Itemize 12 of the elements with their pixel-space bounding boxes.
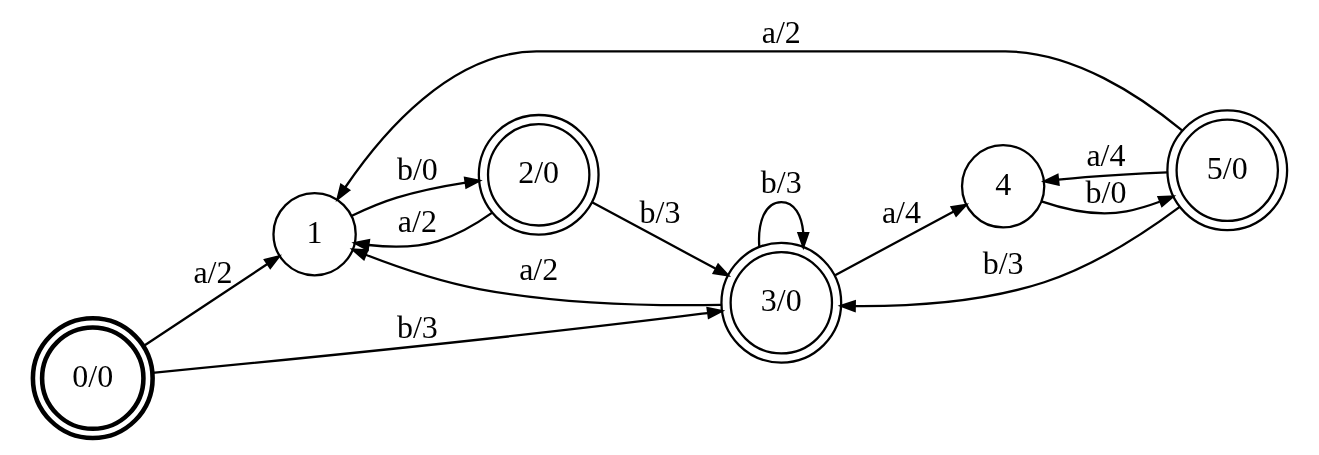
edge-label: b/3 [982,245,1024,281]
edge-label: a/2 [518,252,558,288]
edge-label: a/2 [761,14,801,50]
edge-label: a/2 [397,204,437,240]
edge-label: b/0 [396,151,438,187]
edge-label: a/2 [192,254,232,290]
edge-label: b/3 [639,195,680,231]
edge-label: a/4 [881,195,921,231]
edge-label: b/0 [1085,174,1126,210]
edge-label: b/3 [760,165,802,201]
edge-label: b/3 [396,309,438,345]
edge-label: a/4 [1085,138,1125,174]
